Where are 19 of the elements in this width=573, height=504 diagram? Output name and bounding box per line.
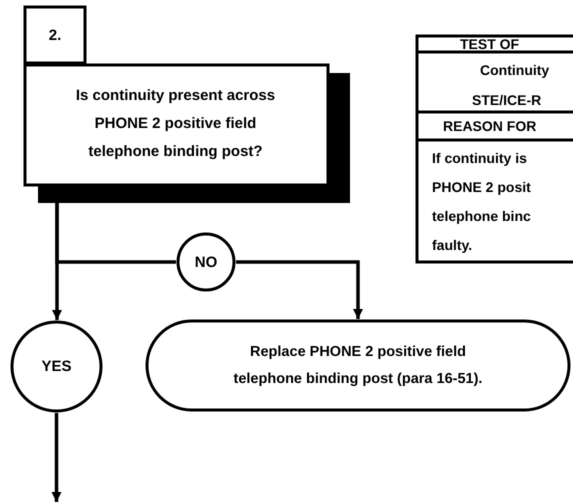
table-cell-text: STE/ICE-R xyxy=(472,92,542,108)
table-cell-text: Continuity xyxy=(480,62,550,78)
table-cell-text: telephone binc xyxy=(432,208,531,224)
table-header: REASON FOR xyxy=(443,118,536,134)
table-header: TEST OF xyxy=(460,36,520,52)
node-text: 2. xyxy=(48,26,62,46)
answer-circle xyxy=(176,232,236,292)
answer-circle xyxy=(10,320,103,413)
connector-arrow xyxy=(52,203,62,320)
node-text: Is continuity present across PHONE 2 positive field telephone binding post? xyxy=(74,86,276,162)
connector-arrow xyxy=(236,260,363,319)
table-cell-text: If continuity is xyxy=(432,150,527,166)
node-text: Replace PHONE 2 positive field telephone binding post (para 16-51). xyxy=(233,342,483,388)
table-cell-text: faulty. xyxy=(432,237,472,253)
table-cell-text: PHONE 2 posit xyxy=(432,179,531,195)
connector-arrow xyxy=(52,413,62,502)
step-number-box xyxy=(23,5,87,65)
node-text: NO xyxy=(194,252,218,272)
node-text: YES xyxy=(41,357,72,377)
